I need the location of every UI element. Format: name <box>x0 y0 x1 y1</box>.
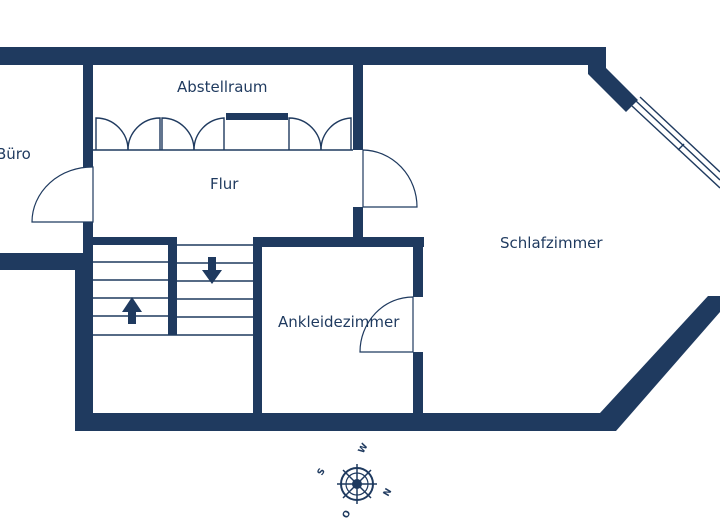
staircase <box>93 244 253 336</box>
doors <box>31 149 418 353</box>
compass-south: S <box>316 467 328 478</box>
room-label-abstellraum: Abstellraum <box>177 78 268 96</box>
compass-east: O <box>341 509 354 521</box>
closet-doors <box>93 117 353 151</box>
room-label-ankleidezimmer: Ankleidezimmer <box>278 313 400 331</box>
compass-north: N <box>382 487 394 499</box>
stair-down-arrow <box>202 257 222 284</box>
compass-west: W <box>357 442 371 456</box>
walls <box>0 47 720 431</box>
stair-up-arrow <box>122 297 142 324</box>
room-label-schlafzimmer: Schlafzimmer <box>500 234 603 252</box>
room-label-buero: Büro <box>0 145 31 163</box>
room-label-flur: Flur <box>210 175 239 193</box>
compass-icon: N W S O <box>316 442 394 521</box>
window <box>631 96 720 189</box>
